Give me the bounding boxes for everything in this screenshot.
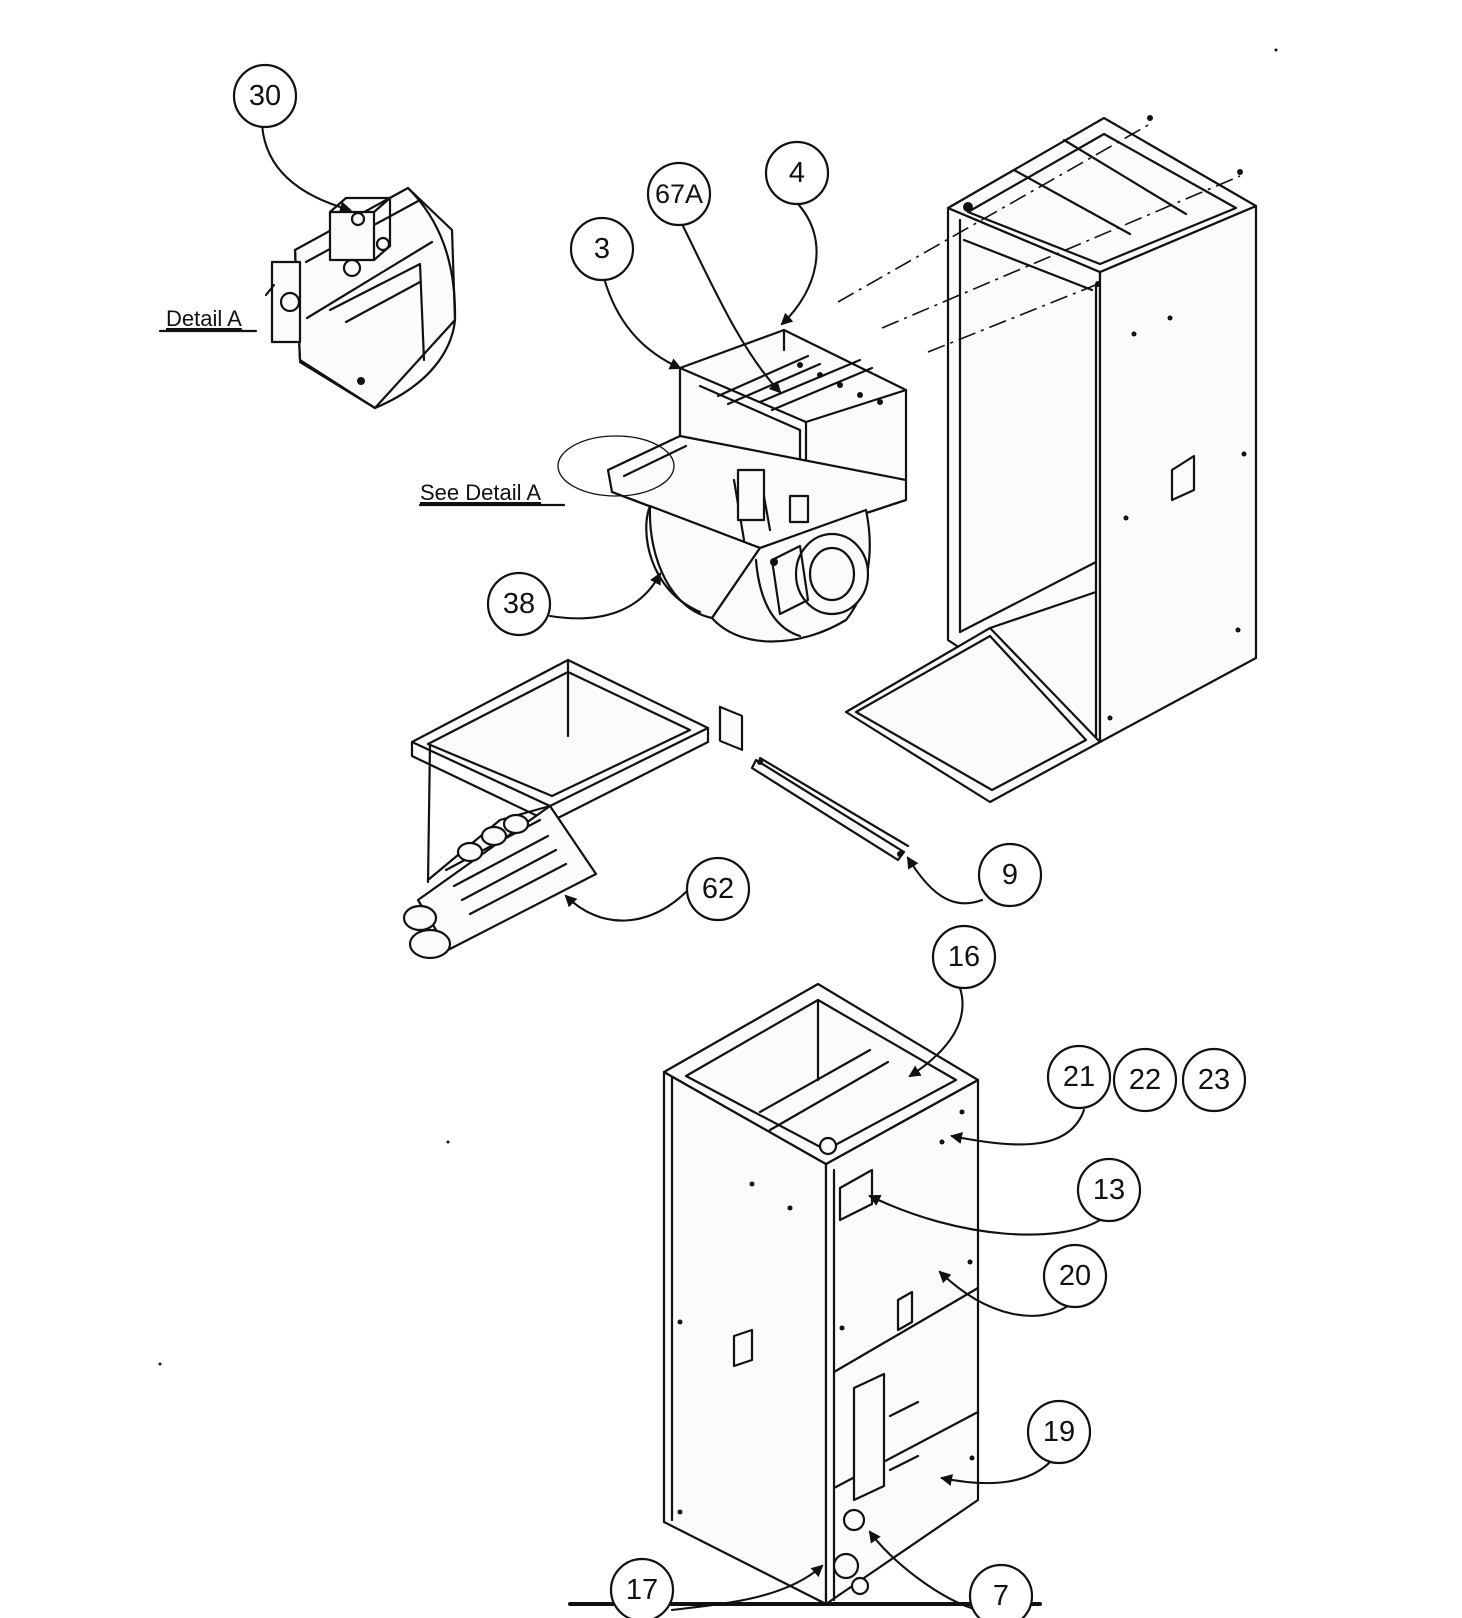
- callout-20: 20: [1042, 1243, 1108, 1309]
- callout-22-number: 22: [1129, 1064, 1161, 1096]
- callout-13: 13: [1076, 1157, 1142, 1223]
- callout-7-number: 7: [993, 1580, 1009, 1612]
- callout-3-number: 3: [594, 233, 610, 265]
- callout-9-number: 9: [1002, 859, 1018, 891]
- callout-38-number: 38: [503, 588, 535, 620]
- callout-30: 30: [232, 63, 298, 129]
- callout-3: 3: [569, 216, 635, 282]
- callout-38: 38: [486, 571, 552, 637]
- callout-19: 19: [1026, 1399, 1092, 1465]
- callout-21-number: 21: [1063, 1061, 1095, 1093]
- control-box-assembly: [606, 328, 908, 751]
- detail-a-label: Detail A: [166, 306, 242, 331]
- callout-30-number: 30: [249, 80, 281, 112]
- callout-23-number: 23: [1198, 1064, 1230, 1096]
- support-rail: [750, 756, 910, 862]
- callout-7: 7: [968, 1563, 1034, 1618]
- upper-cabinet: [844, 115, 1258, 804]
- callout-62-number: 62: [702, 873, 734, 905]
- coil-assembly: [402, 658, 710, 960]
- callout-9: 9: [977, 842, 1043, 908]
- callout-20-number: 20: [1059, 1260, 1091, 1292]
- see-detail-a-label: See Detail A: [420, 480, 541, 505]
- detail-a-bracket: [264, 186, 457, 410]
- lower-cabinet: [662, 982, 980, 1606]
- callout-21: 21: [1046, 1044, 1112, 1110]
- callout-16-number: 16: [948, 941, 980, 973]
- alignment-line-3: [927, 283, 1099, 353]
- callout-19-number: 19: [1043, 1416, 1075, 1448]
- callout-23: 23: [1181, 1047, 1247, 1113]
- callout-13-number: 13: [1093, 1174, 1125, 1206]
- callout-62: 62: [685, 856, 751, 922]
- callout-22: 22: [1112, 1047, 1178, 1113]
- alignment-line-1: [837, 123, 1151, 303]
- callout-4: 4: [764, 140, 830, 206]
- callout-16: 16: [931, 924, 997, 990]
- callout-67a-number: 67A: [655, 179, 703, 209]
- callout-67a: 67A: [646, 161, 712, 227]
- detail-a-marker: [557, 435, 675, 497]
- callout-4-number: 4: [789, 157, 805, 189]
- callout-17: 17: [609, 1557, 675, 1618]
- callout-17-number: 17: [626, 1574, 658, 1606]
